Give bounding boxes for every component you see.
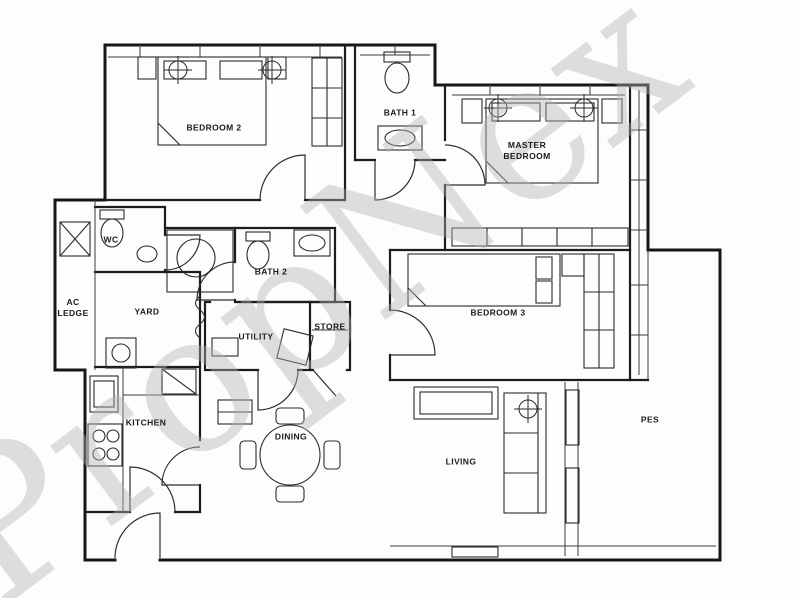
sink-icon — [377, 125, 423, 151]
wardrobe-icon — [583, 253, 615, 369]
furniture — [59, 51, 629, 558]
room-label-ac-ledge: AC LEDGE — [57, 296, 89, 318]
utility-shelf-icon — [211, 328, 314, 366]
door-arc-bath2 — [196, 261, 236, 301]
interior-walls — [83, 43, 650, 514]
sink-icon — [293, 229, 331, 257]
sink-icon — [136, 245, 158, 263]
kitchen-sink-icon — [89, 375, 119, 413]
ceiling-light-icon — [514, 395, 542, 423]
door-arc-bath1 — [374, 159, 416, 201]
room-label-wc: WC — [103, 234, 119, 245]
toilet-icon — [383, 51, 411, 94]
room-label-store: STORE — [314, 321, 346, 332]
room-label-pes: PES — [640, 414, 660, 425]
door-arc-master — [444, 144, 486, 186]
sideboard-icon — [217, 399, 253, 425]
door-arc-utility — [257, 369, 299, 411]
door-arc-bedroom3 — [389, 309, 436, 356]
room-label-kitchen: KITCHEN — [125, 417, 167, 428]
room-label-utility: UTILITY — [238, 331, 274, 342]
room-label-bath2: BATH 2 — [254, 266, 288, 277]
wardrobe-icon — [311, 57, 343, 147]
ac-condenser-icon — [59, 221, 91, 257]
room-label-bath1: BATH 1 — [383, 107, 417, 118]
door-arc-bedroom2 — [259, 154, 306, 201]
doors — [114, 144, 486, 559]
outer-walls — [53, 43, 722, 562]
door-leaf-store — [312, 369, 337, 397]
door-arc-kitchen — [161, 446, 201, 486]
room-label-living: LIVING — [445, 456, 477, 467]
planter-icon — [451, 389, 580, 558]
room-label-master-bedroom: MASTER BEDROOM — [503, 139, 551, 161]
dining-table-icon — [239, 407, 341, 503]
bed-icon — [461, 98, 623, 184]
hose-icon — [194, 295, 206, 339]
vanity-basin-icon — [166, 229, 234, 293]
toilet-icon — [245, 231, 271, 270]
ceiling-light-icons — [164, 56, 598, 423]
toilet-icon — [99, 209, 125, 248]
room-label-yard: YARD — [134, 306, 160, 317]
ceiling-light-icon — [258, 56, 286, 84]
room-label-bedroom3: BEDROOM 3 — [470, 307, 526, 318]
room-label-bedroom2: BEDROOM 2 — [186, 122, 242, 133]
wardrobe-icon — [451, 227, 629, 247]
fridge-icon — [161, 368, 197, 395]
sofa-icon — [503, 392, 547, 514]
windows — [94, 45, 716, 556]
ceiling-light-icon — [484, 94, 512, 122]
door-arc-wc — [164, 234, 201, 271]
tv-console-icon — [413, 386, 499, 420]
stove-icon — [87, 423, 123, 467]
door-arc-foyer — [129, 466, 176, 513]
room-label-dining: DINING — [274, 431, 308, 442]
door-arc-entry — [114, 512, 161, 559]
washing-machine-icon — [105, 337, 137, 369]
bed-icon — [407, 253, 585, 307]
ceiling-light-icon — [164, 56, 192, 84]
ceiling-light-icon — [570, 94, 598, 122]
